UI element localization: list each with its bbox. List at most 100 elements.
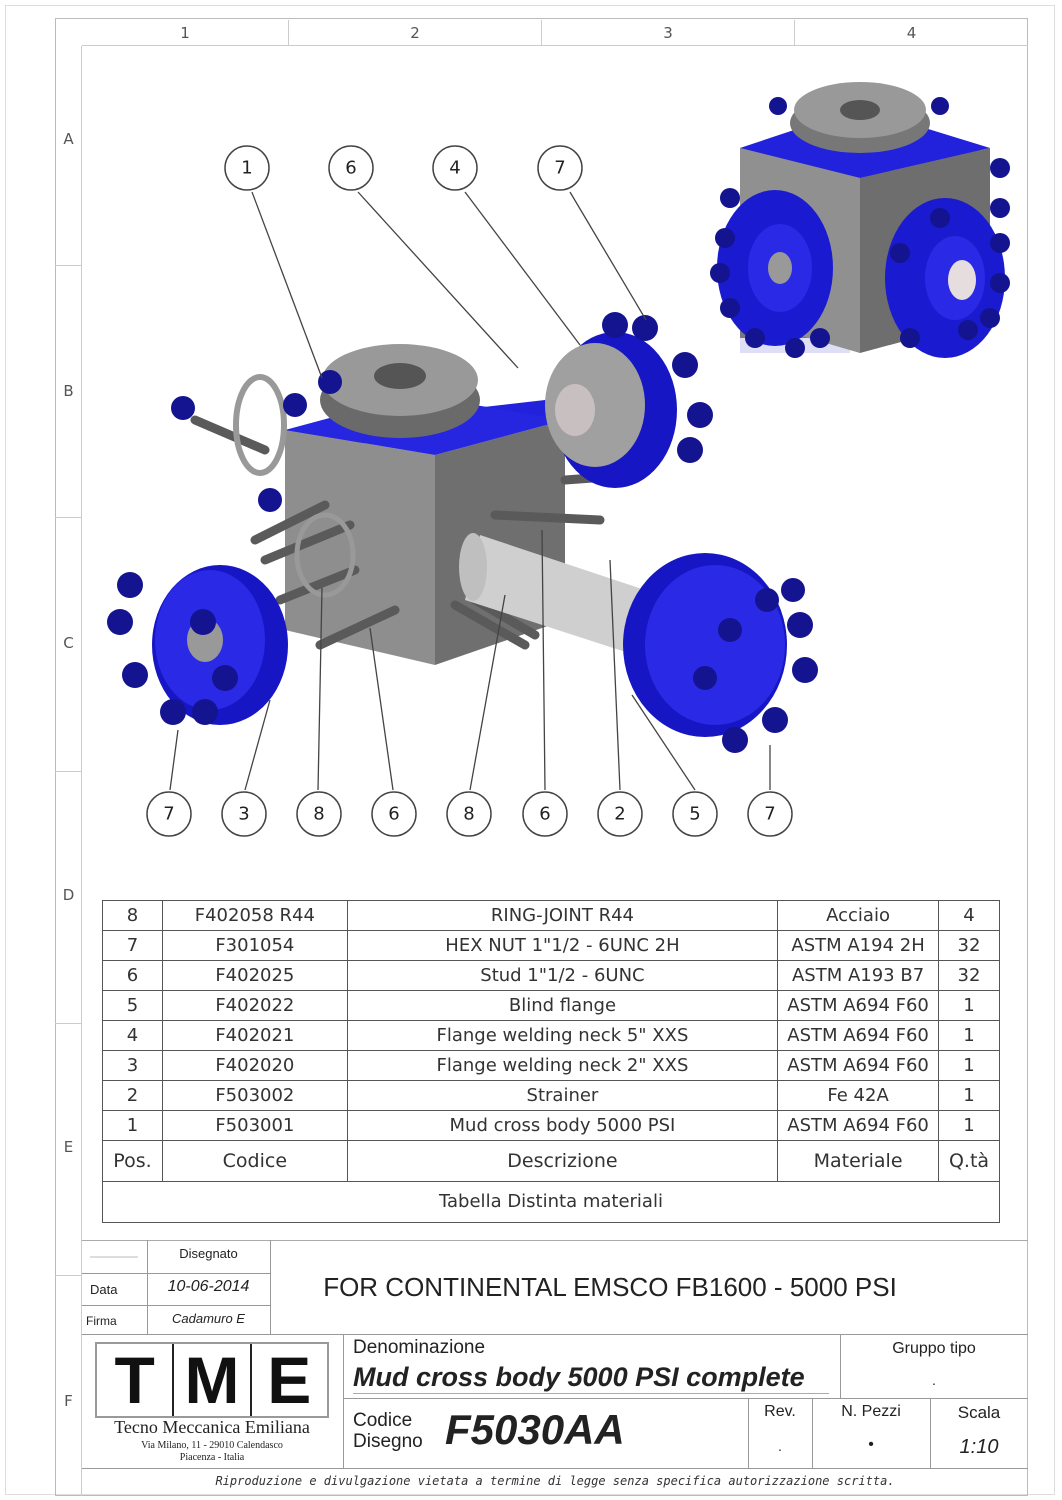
scala-label: Scala (957, 1403, 1001, 1422)
balloon-label: 3 (238, 804, 249, 825)
column-label-2: 2 (289, 20, 542, 46)
balloon-label: 6 (388, 804, 399, 825)
cell-code: F402022 (161, 990, 348, 1021)
company-address: Via Milano, 11 - 29010 Calendasco (141, 1440, 283, 1451)
company-name: Tecno Meccanica Emiliana (114, 1417, 310, 1437)
cell-material: ASTM A193 B7 (777, 960, 939, 991)
cell-desc: Mud cross body 5000 PSI (346, 1110, 779, 1141)
row-label-d: D (55, 772, 82, 1024)
cell-material: ASTM A694 F60 (777, 1050, 939, 1081)
header-desc: Descrizione (346, 1140, 779, 1182)
column-label-1: 1 (82, 20, 289, 46)
drawing-title: FOR CONTINENTAL EMSCO FB1600 - 5000 PSI (323, 1272, 897, 1302)
cell-pos: 8 (102, 900, 163, 931)
title-block (82, 1240, 1028, 1468)
column-header-bar (82, 20, 1028, 46)
balloon-label: 8 (313, 804, 324, 825)
column-label-4: 4 (906, 24, 917, 42)
denominazione-value: Mud cross body 5000 PSI complete (353, 1362, 829, 1394)
balloon-bottom-3: 8 (296, 791, 342, 837)
cell-desc: Stud 1"1/2 - 6UNC (346, 960, 779, 991)
disegnato-label: Disegnato (179, 1246, 238, 1261)
exploded-view-illustration (107, 312, 818, 753)
data-label: Data (90, 1282, 118, 1297)
row-label-b: B (55, 266, 82, 518)
cell-qty: 1 (938, 1050, 1000, 1081)
cell-code: F301054 (161, 930, 348, 961)
codice-disegno-value: F5030AA (445, 1406, 625, 1453)
cell-desc: Flange welding neck 2" XXS (346, 1050, 779, 1081)
balloon-label: 8 (463, 804, 474, 825)
balloon-callouts: 1 6 4 7 7 3 8 6 8 6 2 5 7 (146, 145, 793, 837)
n-pezzi-value: • (868, 1436, 874, 1453)
firma-value: Cadamuro E (172, 1311, 245, 1326)
cell-material: ASTM A694 F60 (777, 1110, 939, 1141)
balloon-bottom-8: 5 (672, 791, 718, 837)
gruppo-tipo-value: . (932, 1372, 936, 1388)
header-pos: Pos. (102, 1140, 163, 1182)
cell-qty: 1 (938, 1080, 1000, 1111)
header-code: Codice (161, 1140, 348, 1182)
cell-code: F402021 (161, 1020, 348, 1051)
balloon-label: 7 (764, 804, 775, 825)
balloon-label: 7 (554, 158, 565, 179)
balloon-top-1: 1 (224, 145, 270, 191)
reproduction-notice: Riproduzione e divulgazione vietata a te… (215, 1474, 895, 1488)
cell-material: Fe 42A (777, 1080, 939, 1111)
n-pezzi-label: N. Pezzi (841, 1403, 901, 1420)
company-city: Piacenza - Italia (179, 1452, 245, 1463)
table-caption-row: Tabella Distinta materiali (102, 1181, 1000, 1223)
cell-code: F402025 (161, 960, 348, 991)
balloon-bottom-5: 8 (446, 791, 492, 837)
balloon-top-3: 4 (432, 145, 478, 191)
row-label-e: E (55, 1024, 82, 1276)
logo-letter: E (267, 1343, 312, 1417)
logo-letter: T (97, 1344, 175, 1416)
cell-pos: 3 (102, 1050, 163, 1081)
cell-material: ASTM A194 2H (777, 930, 939, 961)
balloon-bottom-7: 2 (597, 791, 643, 837)
cell-qty: 1 (938, 1020, 1000, 1051)
balloon-label: 6 (345, 158, 356, 179)
header-qty: Q.tà (938, 1140, 1000, 1182)
cell-pos: 1 (102, 1110, 163, 1141)
row-label-a: A (55, 46, 82, 266)
balloon-bottom-6: 6 (522, 791, 568, 837)
cell-qty: 1 (938, 990, 1000, 1021)
header-material: Materiale (777, 1140, 939, 1182)
column-label-3: 3 (542, 20, 795, 46)
cell-material: ASTM A694 F60 (777, 1020, 939, 1051)
cell-code: F503001 (161, 1110, 348, 1141)
balloon-label: 6 (539, 804, 550, 825)
balloon-bottom-4: 6 (371, 791, 417, 837)
row-label-c: C (55, 518, 82, 772)
sheet-outer-border (5, 5, 1055, 1495)
disegno-label: Disegno (353, 1431, 423, 1452)
logo-letter: M (174, 1344, 252, 1416)
cell-desc: HEX NUT 1"1/2 - 6UNC 2H (346, 930, 779, 961)
balloon-bottom-1: 7 (146, 791, 192, 837)
leader-lines (169, 191, 771, 791)
balloon-label: 1 (241, 158, 252, 179)
balloon-label: 5 (689, 804, 700, 825)
rev-value: . (778, 1438, 782, 1454)
balloon-label: 7 (163, 804, 174, 825)
cell-code: F402020 (161, 1050, 348, 1081)
drawing-frame (55, 18, 1028, 1496)
cell-desc: Flange welding neck 5" XXS (346, 1020, 779, 1051)
cell-qty: 32 (938, 930, 1000, 961)
balloon-bottom-9: 7 (747, 791, 793, 837)
data-value: 10-06-2014 (167, 1278, 250, 1295)
codice-label: Codice (353, 1410, 413, 1431)
cell-pos: 4 (102, 1020, 163, 1051)
scala-value: 1:10 (959, 1436, 999, 1458)
